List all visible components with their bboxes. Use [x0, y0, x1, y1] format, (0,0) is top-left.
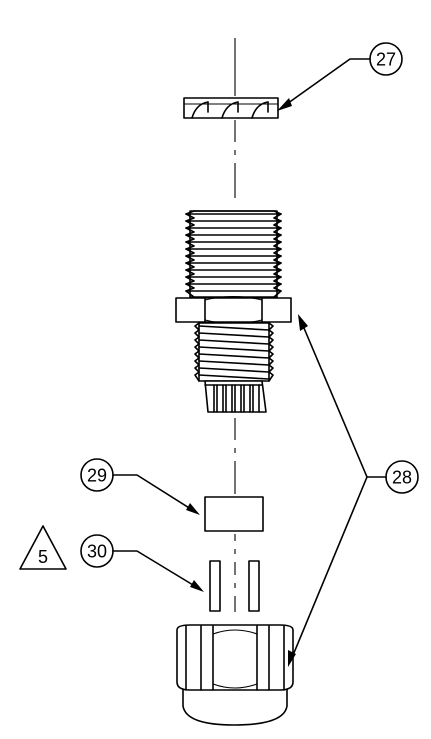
callout-28-arrowhead-lower [288, 650, 296, 667]
lower-thread [194, 322, 274, 382]
callout-30: 30 [80, 534, 204, 592]
callout-28-label: 28 [392, 468, 412, 488]
part-30-split-washers [209, 560, 260, 612]
callout-30-label: 30 [87, 542, 107, 562]
note-triangle-label: 5 [38, 547, 48, 567]
callout-28: 28 [288, 314, 419, 667]
part-28-threaded-body [175, 210, 292, 413]
hex-flange [175, 295, 292, 325]
part-28-cap-nut [176, 624, 294, 726]
callout-29-label: 29 [87, 466, 107, 486]
callout-29-arrowhead [186, 503, 200, 515]
part-27-retaining-clip [183, 97, 279, 119]
callout-29: 29 [80, 458, 200, 515]
callout-30-arrowhead [190, 580, 204, 592]
callout-28-arrowhead-upper [298, 314, 308, 331]
note-triangle-5: 5 [19, 525, 67, 570]
callout-27-arrowhead [277, 98, 292, 111]
callout-27: 27 [277, 42, 403, 111]
part-29-seal-insert [204, 496, 264, 532]
callout-27-label: 27 [376, 50, 396, 70]
upper-thread [185, 210, 282, 298]
collet-fingers [204, 380, 267, 413]
